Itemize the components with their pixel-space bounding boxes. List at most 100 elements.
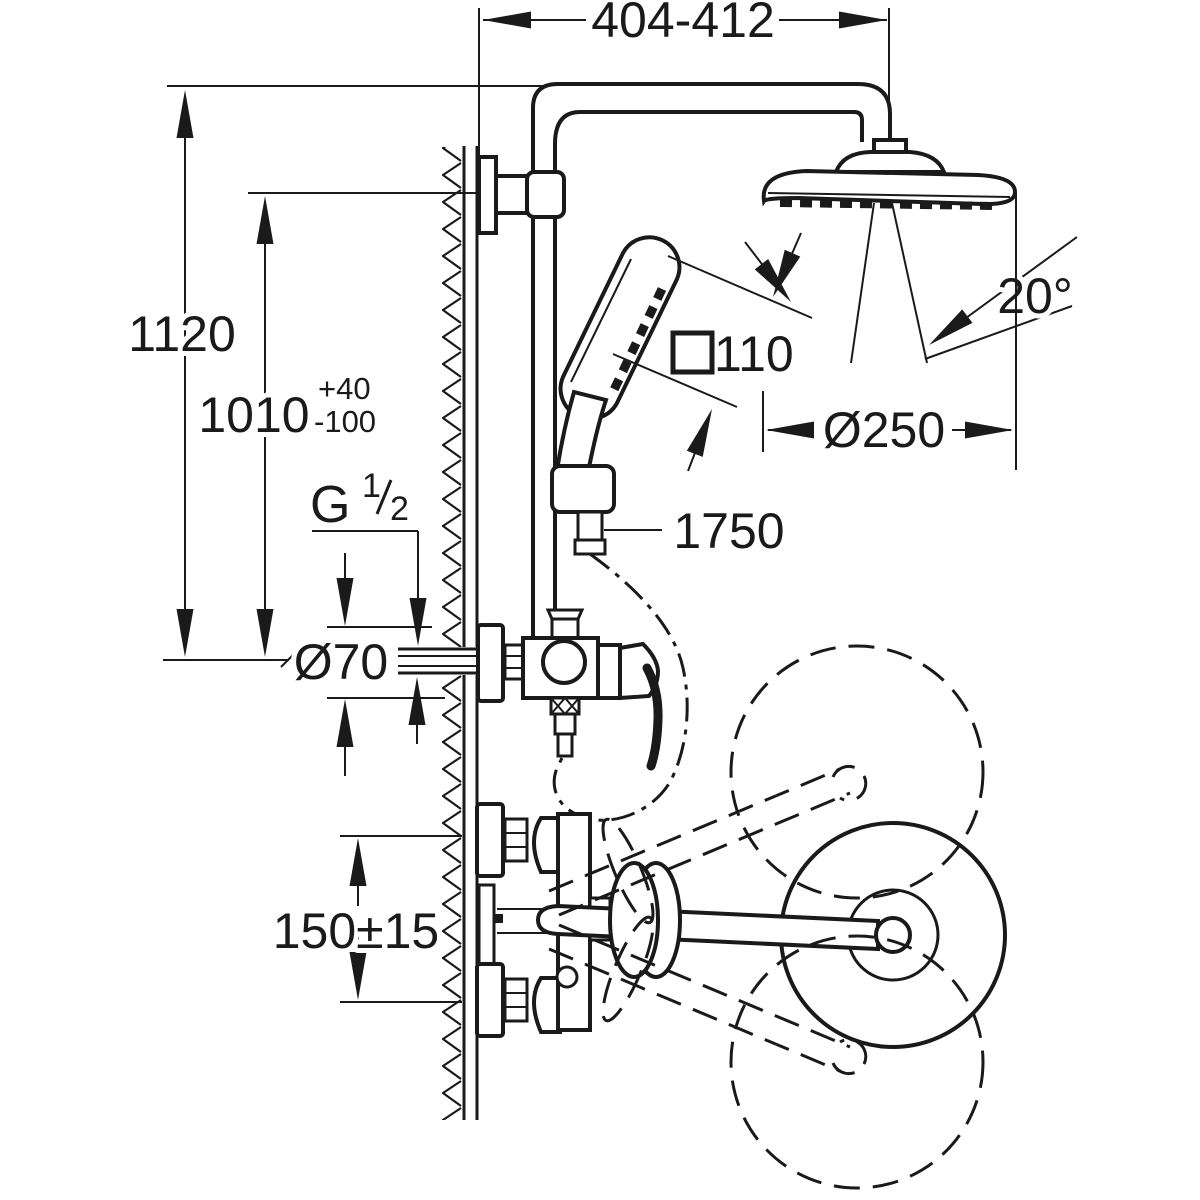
face-reference-line	[667, 255, 813, 319]
swivel-range-circle-up	[729, 644, 985, 900]
arrowhead	[686, 405, 720, 457]
head-shower	[761, 138, 1018, 210]
dimension-label-top-width: 404-412	[591, 0, 775, 48]
arrowhead	[349, 838, 367, 886]
swivel-line-left	[850, 202, 875, 364]
knurl-hatch	[550, 697, 566, 715]
arrowhead	[766, 421, 814, 439]
lower-connection-bell	[532, 976, 562, 1034]
dimension-label-hose: 1750	[673, 503, 784, 559]
dimension-hose-length: 1750	[604, 503, 785, 559]
spout-flange-down	[601, 915, 655, 1023]
arrowhead	[256, 609, 274, 657]
mixer-escutcheon	[476, 623, 505, 703]
body-screw	[555, 965, 579, 989]
fraction-slash	[375, 479, 393, 515]
wall-slab	[477, 883, 496, 967]
lever-handle-base	[618, 641, 661, 701]
spout-position-down	[558, 923, 851, 1049]
dimension-head-angle: 20°	[744, 202, 1078, 364]
arrowhead	[336, 699, 354, 747]
dimension-height-rail: 1010 +40 -100	[193, 192, 479, 657]
swivel-line-right	[891, 202, 928, 364]
wall-section	[442, 146, 479, 1120]
lower-connection-escutcheon	[475, 962, 505, 1038]
arrow-tail	[790, 232, 802, 257]
swivel-spout-assembly	[535, 821, 1007, 1049]
arrowhead	[176, 90, 194, 138]
dimension-height-total: 1120	[123, 85, 545, 668]
face-reference-line	[612, 353, 738, 408]
tolerance-plus: +40	[318, 371, 371, 406]
head-rim-line	[767, 192, 1011, 198]
hand-shower-edge-line	[570, 258, 632, 383]
arrowhead	[839, 11, 887, 29]
wall-hatching	[442, 147, 464, 1120]
spout-position-up	[558, 791, 851, 917]
arm-inner-edge	[553, 110, 864, 640]
dimension-top-width: 404-412	[478, 0, 890, 160]
hand-shower-holder	[550, 464, 616, 514]
lever-handle-blade	[642, 663, 663, 771]
hose-nut	[573, 538, 607, 556]
arrowhead	[176, 609, 194, 657]
arrowhead	[408, 677, 426, 725]
spout-position-up	[548, 767, 841, 893]
hand-shower	[550, 235, 682, 556]
bracket-escutcheon	[477, 155, 498, 235]
rail-connection-boss	[541, 639, 587, 685]
dimension-label-span: 150±15	[273, 903, 439, 959]
dimension-label-height-total: 1120	[128, 306, 236, 362]
shower-mixer	[398, 608, 663, 771]
dimension-label-height-rail: 1010	[198, 387, 309, 443]
mixer-cartridge-housing	[596, 643, 622, 700]
set-screw	[494, 914, 503, 923]
arrowhead	[409, 598, 427, 646]
spout-flange-up	[601, 817, 655, 925]
outlet-knurled-nut	[549, 696, 581, 716]
arm-outer-edge	[531, 82, 892, 640]
upper-connection-escutcheon	[475, 802, 505, 878]
head-mount-dome	[833, 150, 947, 174]
spout-end-down	[831, 1038, 868, 1076]
arrowhead	[256, 196, 274, 244]
dimension-connection-span: 150±15	[268, 835, 462, 1003]
spout-end-up	[831, 764, 868, 802]
arrowhead	[483, 11, 531, 29]
upper-union-nut	[503, 817, 529, 863]
rail-wall-bracket	[477, 155, 566, 235]
tolerance-minus: -100	[314, 404, 376, 439]
extension-tick	[280, 651, 297, 668]
dimension-label-angle: 20°	[997, 268, 1073, 324]
square-symbol	[670, 330, 715, 375]
shower-hose	[552, 552, 689, 822]
thread-label-G: G	[310, 476, 350, 534]
dimension-head-diameter: Ø250	[762, 192, 1017, 470]
hose-outlet-stub	[556, 732, 574, 758]
arrowhead	[336, 578, 354, 626]
knurl-hatch	[564, 697, 580, 715]
hose-connector	[576, 510, 604, 542]
pipe-wall-cover	[398, 647, 478, 675]
head-shower-body	[761, 168, 1018, 207]
dimension-thread-size: G 1 2	[310, 467, 427, 744]
spout-position-down	[548, 947, 841, 1073]
leader-line	[924, 305, 1073, 360]
thread-label-numerator: 1	[362, 467, 381, 505]
dimension-label-handshower: 110	[714, 326, 794, 382]
swivel-range-circle-down	[729, 934, 985, 1190]
bracket-clamp	[525, 170, 566, 219]
hand-shower-head	[558, 235, 682, 421]
arrowhead	[349, 952, 367, 1000]
lower-union-nut	[503, 977, 529, 1023]
dimension-handshower-size: 110	[612, 232, 813, 472]
dimension-escutcheon-diameter: Ø70	[289, 553, 445, 776]
head-spray-nozzles	[779, 199, 996, 210]
hose-outlet	[553, 712, 577, 736]
arrow-tail	[965, 236, 1078, 319]
arrowhead	[965, 421, 1013, 439]
dimension-label-head-diameter: Ø250	[823, 402, 945, 458]
spout-swivel-range	[548, 644, 985, 1190]
